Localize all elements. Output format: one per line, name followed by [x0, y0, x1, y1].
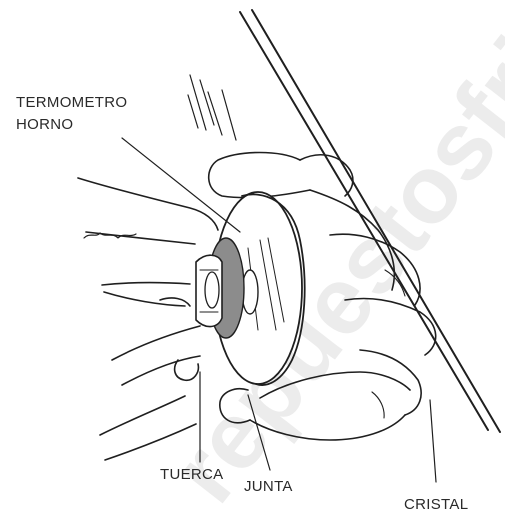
label-junta: JUNTA [244, 478, 293, 496]
nut [196, 255, 222, 326]
label-tuerca: TUERCA [160, 466, 223, 484]
label-termometro-line2: HORNO [16, 116, 73, 134]
motion-lines [188, 75, 236, 140]
label-cristal: CRISTAL [404, 496, 468, 514]
label-termometro-line1: TERMOMETRO [16, 94, 127, 112]
